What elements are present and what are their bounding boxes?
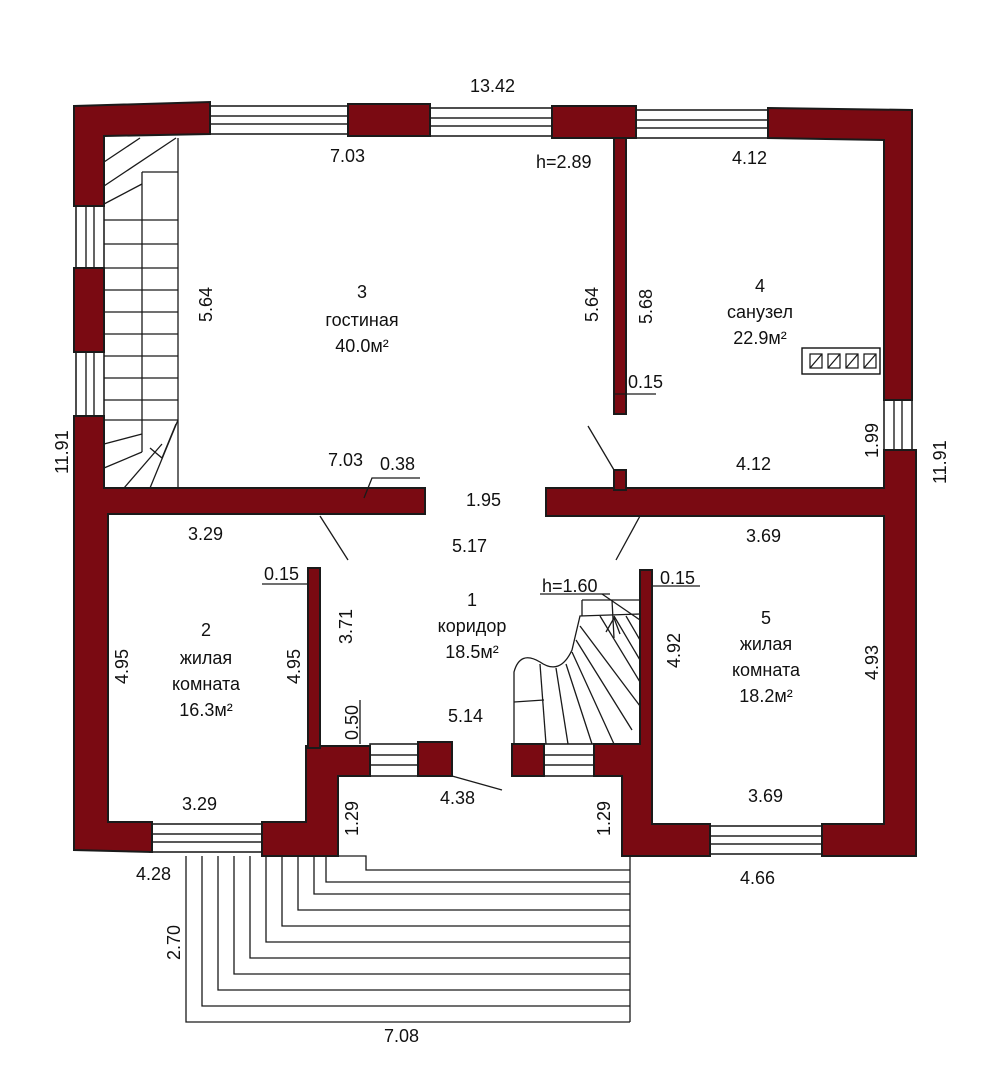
dim-bath-top: 4.12 bbox=[732, 148, 767, 168]
wall-left-lower bbox=[73, 415, 426, 854]
window-top-1 bbox=[209, 105, 351, 135]
dim-top-total: 13.42 bbox=[470, 76, 515, 96]
wall-bottom-left-porch bbox=[261, 745, 371, 857]
stairs-left bbox=[103, 137, 179, 489]
dim-room5-wall-thick: 0.15 bbox=[660, 568, 695, 588]
wall-bottom-right-porch bbox=[593, 569, 711, 857]
height-main: h=2.89 bbox=[536, 152, 592, 172]
wall-left-pier bbox=[73, 267, 105, 353]
room-2-name-1: жилая bbox=[180, 648, 232, 668]
room-1-area: 18.5м² bbox=[445, 642, 498, 662]
room-labels: 3 гостиная 40.0м² 4 санузел 22.9м² 1 кор… bbox=[172, 276, 801, 720]
dim-room5-top: 3.69 bbox=[746, 526, 781, 546]
dim-room5-right: 4.93 bbox=[862, 645, 882, 680]
room-4-label: 4 санузел 22.9м² bbox=[727, 276, 793, 348]
dim-room5-bottom: 3.69 bbox=[748, 786, 783, 806]
dim-room2-top: 3.29 bbox=[188, 524, 223, 544]
door-lines bbox=[319, 425, 641, 791]
room-5-label: 5 жилая комната 18.2м² bbox=[732, 608, 801, 706]
dim-corridor-left: 3.71 bbox=[336, 609, 356, 644]
dim-living-bottom: 7.03 bbox=[328, 450, 363, 470]
room-3-area: 40.0м² bbox=[335, 336, 388, 356]
dim-room2-bottom: 3.29 bbox=[182, 794, 217, 814]
room-1-number: 1 bbox=[467, 590, 477, 610]
dim-side-right: 11.91 bbox=[930, 440, 950, 484]
wall-right-lower bbox=[545, 449, 917, 857]
dim-partition-right: 5.68 bbox=[636, 289, 656, 324]
dim-partition-left: 5.64 bbox=[582, 287, 602, 322]
room-5-name-2: комната bbox=[732, 660, 801, 680]
window-top-3 bbox=[633, 109, 771, 139]
dim-steps-width: 7.08 bbox=[384, 1026, 419, 1046]
height-stair: h=1.60 bbox=[542, 576, 598, 596]
dim-room5-left: 4.92 bbox=[664, 633, 684, 668]
wall-partition-bath bbox=[613, 137, 627, 415]
wall-top-left bbox=[73, 100, 211, 207]
room-3-label: 3 гостиная 40.0м² bbox=[325, 282, 398, 356]
dim-passage: 1.95 bbox=[466, 490, 501, 510]
window-top-2 bbox=[429, 107, 555, 137]
dim-bath-bottom: 4.12 bbox=[736, 454, 771, 474]
porch-steps bbox=[185, 855, 631, 1023]
dim-room2-wall-thick: 0.15 bbox=[264, 564, 299, 584]
dim-corridor-top: 5.17 bbox=[452, 536, 487, 556]
wall-top-right bbox=[767, 106, 913, 401]
dim-porch-left-depth: 1.29 bbox=[342, 801, 362, 836]
dimension-labels: 13.42 7.03 4.12 h=2.89 5.64 5.64 5.68 0.… bbox=[52, 76, 950, 1046]
dim-room2-right: 4.95 bbox=[284, 649, 304, 684]
room-2-number: 2 bbox=[201, 620, 211, 640]
room-1-name: коридор bbox=[438, 616, 507, 636]
windows bbox=[75, 105, 913, 855]
dim-porch-inner: 4.38 bbox=[440, 788, 475, 808]
walls bbox=[73, 100, 917, 857]
dim-living-bottom-thick: 0.38 bbox=[380, 454, 415, 474]
window-right bbox=[883, 397, 913, 451]
wall-partition-bath-stub bbox=[613, 469, 627, 491]
window-bottom-right bbox=[709, 825, 823, 855]
wall-room2-partition bbox=[307, 567, 321, 749]
dim-front-right: 4.66 bbox=[740, 868, 775, 888]
dim-corridor-bottom: 5.14 bbox=[448, 706, 483, 726]
room-5-number: 5 bbox=[761, 608, 771, 628]
window-left-2 bbox=[75, 351, 105, 417]
room-3-name: гостиная bbox=[325, 310, 398, 330]
room-4-name: санузел bbox=[727, 302, 793, 322]
room-2-label: 2 жилая комната 16.3м² bbox=[172, 620, 241, 720]
room-2-name-2: комната bbox=[172, 674, 241, 694]
dim-room2-left: 4.95 bbox=[112, 649, 132, 684]
dim-living-left: 5.64 bbox=[196, 287, 216, 322]
dim-living-top: 7.03 bbox=[330, 146, 365, 166]
room-1-label: 1 коридор 18.5м² bbox=[438, 590, 507, 662]
dim-bath-right: 1.99 bbox=[862, 423, 882, 458]
wall-entry-right-pier bbox=[511, 743, 545, 777]
wall-top-pier-1 bbox=[347, 103, 431, 137]
room-5-area: 18.2м² bbox=[739, 686, 792, 706]
room-4-number: 4 bbox=[755, 276, 765, 296]
window-left-1 bbox=[75, 205, 105, 269]
room-4-area: 22.9м² bbox=[733, 328, 786, 348]
dim-porch-right-depth: 1.29 bbox=[594, 801, 614, 836]
room-3-number: 3 bbox=[357, 282, 367, 302]
stairs-corridor bbox=[513, 593, 641, 745]
thickness-leaders bbox=[262, 393, 700, 744]
wall-top-pier-2 bbox=[551, 105, 637, 139]
dim-front-left: 4.28 bbox=[136, 864, 171, 884]
radiator-icon bbox=[801, 347, 881, 375]
dim-steps-depth: 2.70 bbox=[164, 925, 184, 960]
dim-partition-thick: 0.15 bbox=[628, 372, 663, 392]
room-2-area: 16.3м² bbox=[179, 700, 232, 720]
wall-entry-left-pier bbox=[417, 741, 453, 777]
window-bottom-left bbox=[149, 823, 265, 853]
room-5-name-1: жилая bbox=[740, 634, 792, 654]
dim-entry-thick: 0.50 bbox=[342, 705, 362, 740]
window-entry-right bbox=[541, 743, 597, 777]
window-entry-left bbox=[369, 743, 419, 777]
dim-side-left: 11.91 bbox=[52, 430, 72, 474]
